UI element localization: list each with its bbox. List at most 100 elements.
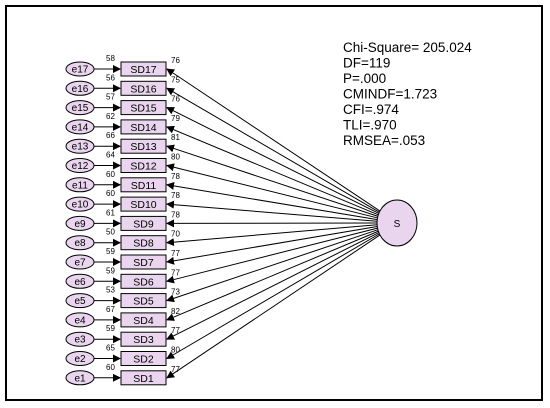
indicator-box [120,196,167,212]
indicator-label: SD2 [133,354,154,366]
loading-path [166,229,379,303]
error-label: e7 [74,258,86,269]
error-node [65,235,95,251]
error-node [65,351,95,366]
r-squared-label: 59 [106,324,115,333]
error-label: e13 [72,142,89,153]
loading-path [166,68,381,212]
error-label: e8 [74,238,86,249]
indicator-label: SD17 [130,64,156,76]
indicator-box [120,273,167,289]
error-node [65,196,95,212]
fit-statistic: CMINDF=1.723 [343,87,437,102]
indicator-label: SD13 [130,141,156,153]
indicator-box [120,80,167,96]
loading-label: 80 [171,346,180,355]
indicator-label: SD1 [133,373,154,385]
error-label: e5 [74,296,86,307]
error-node [65,215,95,231]
error-node [65,119,95,135]
factor-loading-paths [94,65,381,382]
loading-path [166,107,380,215]
indicator-box [120,177,167,193]
indicator-label: SD6 [133,276,154,288]
error-label: e1 [74,373,86,384]
loading-path [166,181,378,221]
error-node [65,61,95,77]
indicator-box [120,119,167,135]
error-node [65,100,95,116]
r-squared-label: 57 [106,93,115,102]
r-squared-label: 56 [106,73,115,82]
indicator-label: SD9 [133,218,154,230]
error-label: e3 [74,335,86,346]
loading-label: 82 [171,307,180,316]
r-squared-label: 67 [106,305,115,314]
r-squared-label: 62 [106,112,115,121]
error-node [65,293,95,309]
loading-path [166,226,378,265]
error-node [65,331,95,347]
error-node [65,273,95,289]
loading-path [166,224,378,247]
indicator-box [120,138,167,154]
error-label: e14 [72,122,89,133]
loading-label: 79 [171,114,180,123]
loading-path [166,230,379,321]
loading-label: 75 [171,75,180,84]
error-label: e12 [72,161,89,172]
loading-label: 70 [171,230,180,239]
indicator-box [120,312,167,328]
error-label: e4 [74,315,86,326]
indicator-label: SD14 [130,122,156,134]
indicator-label: SD4 [133,315,154,327]
r-squared-label: 64 [106,151,115,160]
loading-path [166,231,380,340]
indicator-label: SD12 [130,161,156,173]
r-squared-label: 66 [106,131,115,140]
loading-path [166,144,379,217]
indicator-box [120,235,167,251]
r-squared-label: 60 [106,363,115,372]
loading-label: 73 [171,288,180,297]
indicator-label: SD5 [133,296,154,308]
loading-label: 78 [171,191,180,200]
r-squared-label: 58 [106,54,115,63]
loading-label: 80 [171,153,180,162]
r-squared-label: 59 [106,247,115,256]
loading-label: 77 [171,268,180,277]
error-node [65,80,95,96]
loading-label: 77 [171,326,180,335]
error-node [65,177,95,193]
indicator-label: SD16 [130,83,156,95]
diagram-frame [5,5,543,401]
r-squared-label: 50 [106,228,115,237]
error-label: e15 [72,103,89,114]
r-squared-label: 60 [106,170,115,179]
error-label: e2 [74,354,86,365]
indicator-box [120,351,167,366]
r-squared-label: 61 [106,208,115,217]
error-node [65,254,95,270]
fit-statistics: Chi-Square= 205.024DF=119P=.000CMINDF=1.… [343,40,472,148]
loading-label: 81 [171,133,180,142]
r-squared-label: 60 [106,189,115,198]
loading-path [166,200,378,222]
error-label: e6 [74,277,86,288]
fit-statistic: Chi-Square= 205.024 [343,40,472,55]
error-node [65,370,95,386]
latent-factor: S [376,199,418,247]
loading-path [166,125,379,216]
loading-label: 78 [171,210,180,219]
error-label: e17 [72,65,89,76]
indicator-box [120,254,167,270]
fit-statistic: RMSEA=.053 [343,133,425,148]
fit-statistic: DF=119 [343,56,390,71]
error-node [65,158,95,173]
indicator-label: SD10 [130,199,156,211]
loading-label: 76 [171,95,180,104]
error-node [65,312,95,328]
r-squared-label: 53 [106,286,115,295]
